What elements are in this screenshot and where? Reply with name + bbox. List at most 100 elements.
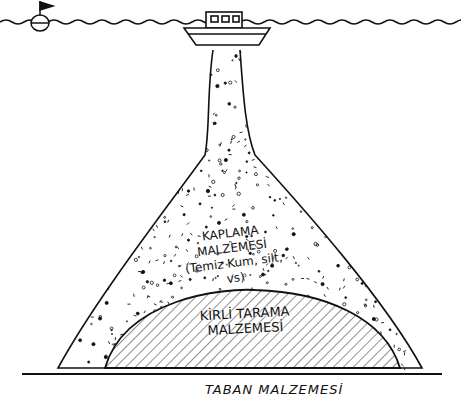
grain xyxy=(365,285,367,287)
grain xyxy=(190,233,192,235)
grain xyxy=(248,152,250,154)
grain xyxy=(200,170,202,172)
boat-hull xyxy=(184,28,270,45)
grain xyxy=(254,173,257,176)
grain xyxy=(224,158,227,161)
grain xyxy=(396,333,397,334)
grain xyxy=(198,235,201,237)
grain xyxy=(232,209,235,210)
grain xyxy=(221,193,224,196)
grain xyxy=(398,348,401,351)
grain xyxy=(91,316,94,317)
grain xyxy=(205,149,208,152)
grain xyxy=(208,174,209,177)
grain xyxy=(234,106,236,108)
grain xyxy=(223,172,225,174)
grain xyxy=(92,343,95,346)
grain xyxy=(235,80,237,82)
grain xyxy=(180,275,182,277)
grain xyxy=(339,288,340,291)
grain xyxy=(307,278,310,280)
grain xyxy=(274,199,276,201)
grain xyxy=(212,278,214,281)
grain xyxy=(218,159,221,162)
grain xyxy=(216,84,219,87)
grain xyxy=(138,256,139,257)
grain xyxy=(142,271,145,274)
seabed-label: TABAN MALZEMESİ xyxy=(205,382,343,397)
grain xyxy=(231,141,232,144)
grain xyxy=(172,296,174,298)
hatched-dome xyxy=(105,290,400,368)
grain xyxy=(238,177,240,179)
grain xyxy=(211,207,212,208)
grain xyxy=(164,216,166,218)
grain xyxy=(187,239,189,241)
grain xyxy=(149,261,150,264)
grain xyxy=(364,305,366,307)
grain xyxy=(91,323,93,325)
grain xyxy=(159,300,161,302)
grain xyxy=(163,279,165,281)
grain xyxy=(220,142,221,145)
grain xyxy=(214,194,216,196)
grain xyxy=(361,282,363,284)
grain xyxy=(189,278,191,280)
grain xyxy=(252,207,255,210)
grain xyxy=(343,286,345,289)
grain xyxy=(213,122,214,125)
grain xyxy=(300,211,302,213)
grain xyxy=(216,69,219,72)
grain xyxy=(327,287,329,290)
grain xyxy=(239,170,241,172)
grain xyxy=(150,281,153,284)
grain xyxy=(266,176,269,177)
grain xyxy=(210,74,212,76)
grain xyxy=(215,114,217,116)
grain xyxy=(372,318,374,320)
grain xyxy=(147,295,148,298)
grain xyxy=(169,282,172,285)
grain xyxy=(236,182,237,183)
grain xyxy=(394,345,395,348)
grain xyxy=(183,214,185,216)
grain xyxy=(99,315,101,317)
grain xyxy=(133,294,134,297)
grain xyxy=(229,81,232,84)
grain xyxy=(268,184,270,186)
grain xyxy=(292,228,294,230)
mound-outline xyxy=(58,50,422,368)
grain xyxy=(295,262,296,263)
grain xyxy=(256,184,258,186)
grain xyxy=(108,341,109,344)
grain xyxy=(141,247,143,250)
grain xyxy=(403,350,406,351)
flag xyxy=(40,2,53,10)
grain xyxy=(156,225,157,228)
grain xyxy=(217,221,220,224)
grain xyxy=(343,303,346,306)
capping-mound: KAPLAMA MALZEMESİ (Temiz Kum, silt, vs)K… xyxy=(55,50,425,370)
grain xyxy=(301,278,304,279)
grain xyxy=(232,205,234,207)
grain xyxy=(240,132,243,134)
buoy-body xyxy=(31,15,49,31)
grain xyxy=(181,206,184,207)
grain xyxy=(229,154,232,155)
grain xyxy=(244,145,246,147)
grain xyxy=(225,219,228,221)
grain xyxy=(285,283,287,285)
boat-cabin xyxy=(206,12,242,28)
grain xyxy=(337,264,340,267)
grain xyxy=(199,203,201,205)
grain xyxy=(292,233,295,236)
grain xyxy=(156,260,159,261)
grain xyxy=(375,318,378,321)
grain xyxy=(323,276,324,279)
grain xyxy=(401,364,403,366)
grain xyxy=(314,282,317,283)
grain xyxy=(286,257,288,259)
grain xyxy=(206,189,209,192)
